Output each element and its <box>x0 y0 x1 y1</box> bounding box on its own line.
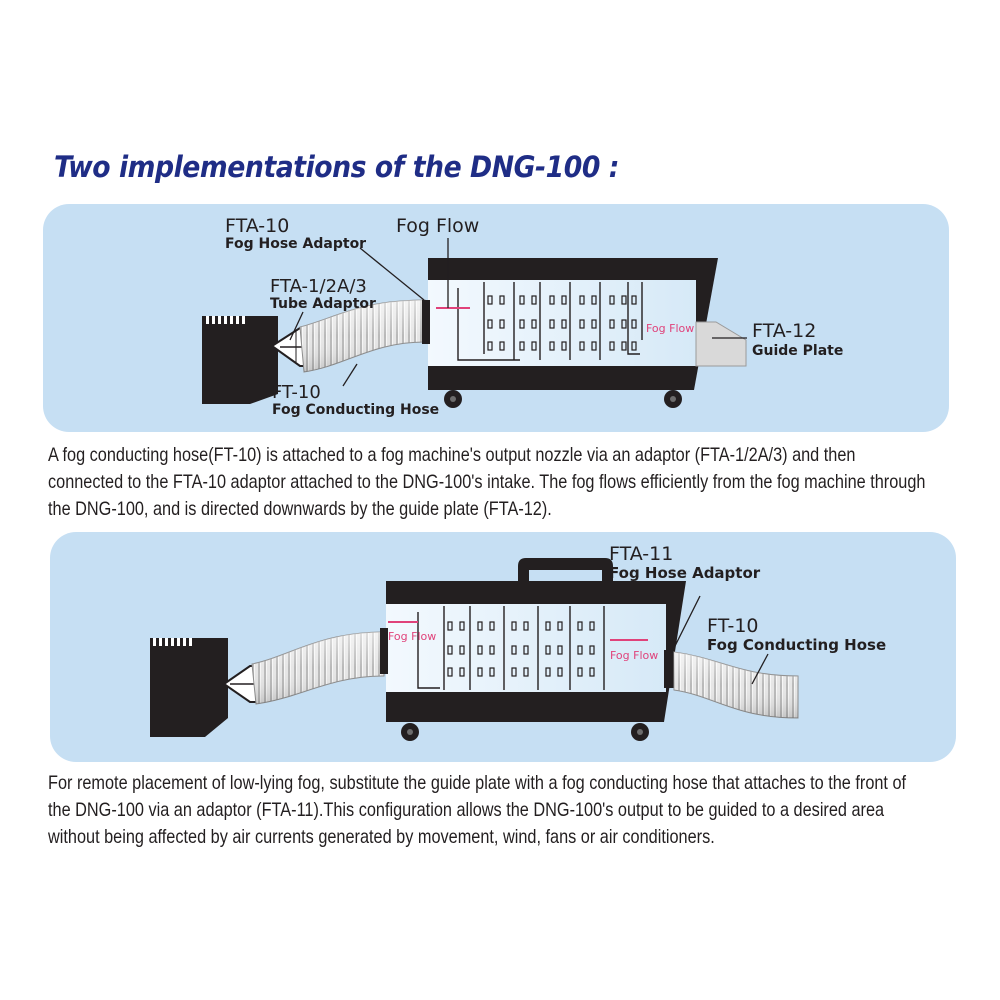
description-1-line: connected to the FTA-10 adaptor attached… <box>48 471 926 493</box>
fta1-name-label: Tube Adaptor <box>270 296 376 312</box>
fta12-code-label: FTA-12 <box>752 320 816 342</box>
fta10-name-label: Fog Hose Adaptor <box>225 236 366 252</box>
fog-machine-2 <box>150 638 228 737</box>
page-title: Two implementations of the DNG-100 : <box>54 150 620 184</box>
fog-flow-top-label: Fog Flow <box>396 215 479 237</box>
fog-flow-left-label: Fog Flow <box>388 630 436 643</box>
ft10-name-label: Fog Conducting Hose <box>272 402 439 418</box>
description-2-line: For remote placement of low-lying fog, s… <box>48 772 907 794</box>
leader-lines-1 <box>289 238 747 387</box>
description-1: A fog conducting hose(FT-10) is attached… <box>48 442 926 523</box>
ft10-code-label-2: FT-10 <box>707 615 759 637</box>
description-1-line: A fog conducting hose(FT-10) is attached… <box>48 444 856 466</box>
fta12-name-label: Guide Plate <box>752 343 843 359</box>
description-2: For remote placement of low-lying fog, s… <box>48 770 907 851</box>
fta11-code-label: FTA-11 <box>609 543 673 565</box>
fog-flow-right-label: Fog Flow <box>610 649 658 662</box>
fog-machine-1 <box>202 316 278 404</box>
fta11-name-label: Fog Hose Adaptor <box>609 564 761 582</box>
description-2-line: the DNG-100 via an adaptor (FTA-11).This… <box>48 799 885 821</box>
dng-100-unit-1 <box>422 258 747 408</box>
fta1-code-label: FTA-1/2A/3 <box>270 276 367 297</box>
dng-100-unit-2 <box>380 581 686 741</box>
carry-handle <box>518 558 613 581</box>
fta10-code-label: FTA-10 <box>225 215 289 237</box>
ft10-code-label: FT-10 <box>272 382 321 403</box>
description-2-line: without being affected by air currents g… <box>48 826 715 848</box>
description-1-line: the DNG-100, and is directed downwards b… <box>48 498 552 520</box>
leader-lines-2 <box>671 595 769 685</box>
fog-flow-inside-label: Fog Flow <box>646 322 694 335</box>
ft10-name-label-2: Fog Conducting Hose <box>707 636 886 654</box>
